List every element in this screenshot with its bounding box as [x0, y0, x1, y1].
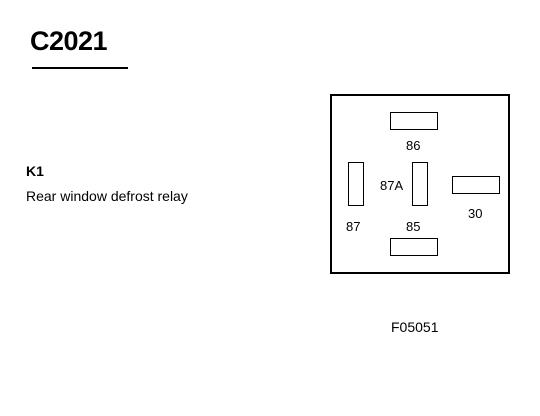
- pin-87-label: 87: [346, 219, 361, 234]
- pin-85-terminal: [412, 162, 428, 206]
- component-id: K1: [26, 163, 44, 179]
- title-underline: [32, 67, 128, 69]
- component-description: Rear window defrost relay: [26, 188, 188, 204]
- relay-connector-face: 86 87 87A 85 30: [330, 94, 510, 274]
- pin-85-label: 85: [406, 219, 421, 234]
- pin-87-terminal: [348, 162, 364, 206]
- pin-86-terminal: [390, 112, 438, 130]
- figure-code: F05051: [391, 319, 439, 335]
- pin-30-label: 30: [468, 206, 483, 221]
- connector-title: C2021: [30, 26, 108, 56]
- pin-bottom-terminal: [390, 238, 438, 256]
- pin-30-terminal: [452, 176, 500, 194]
- pin-87a-label: 87A: [380, 178, 404, 193]
- pin-86-label: 86: [406, 138, 421, 153]
